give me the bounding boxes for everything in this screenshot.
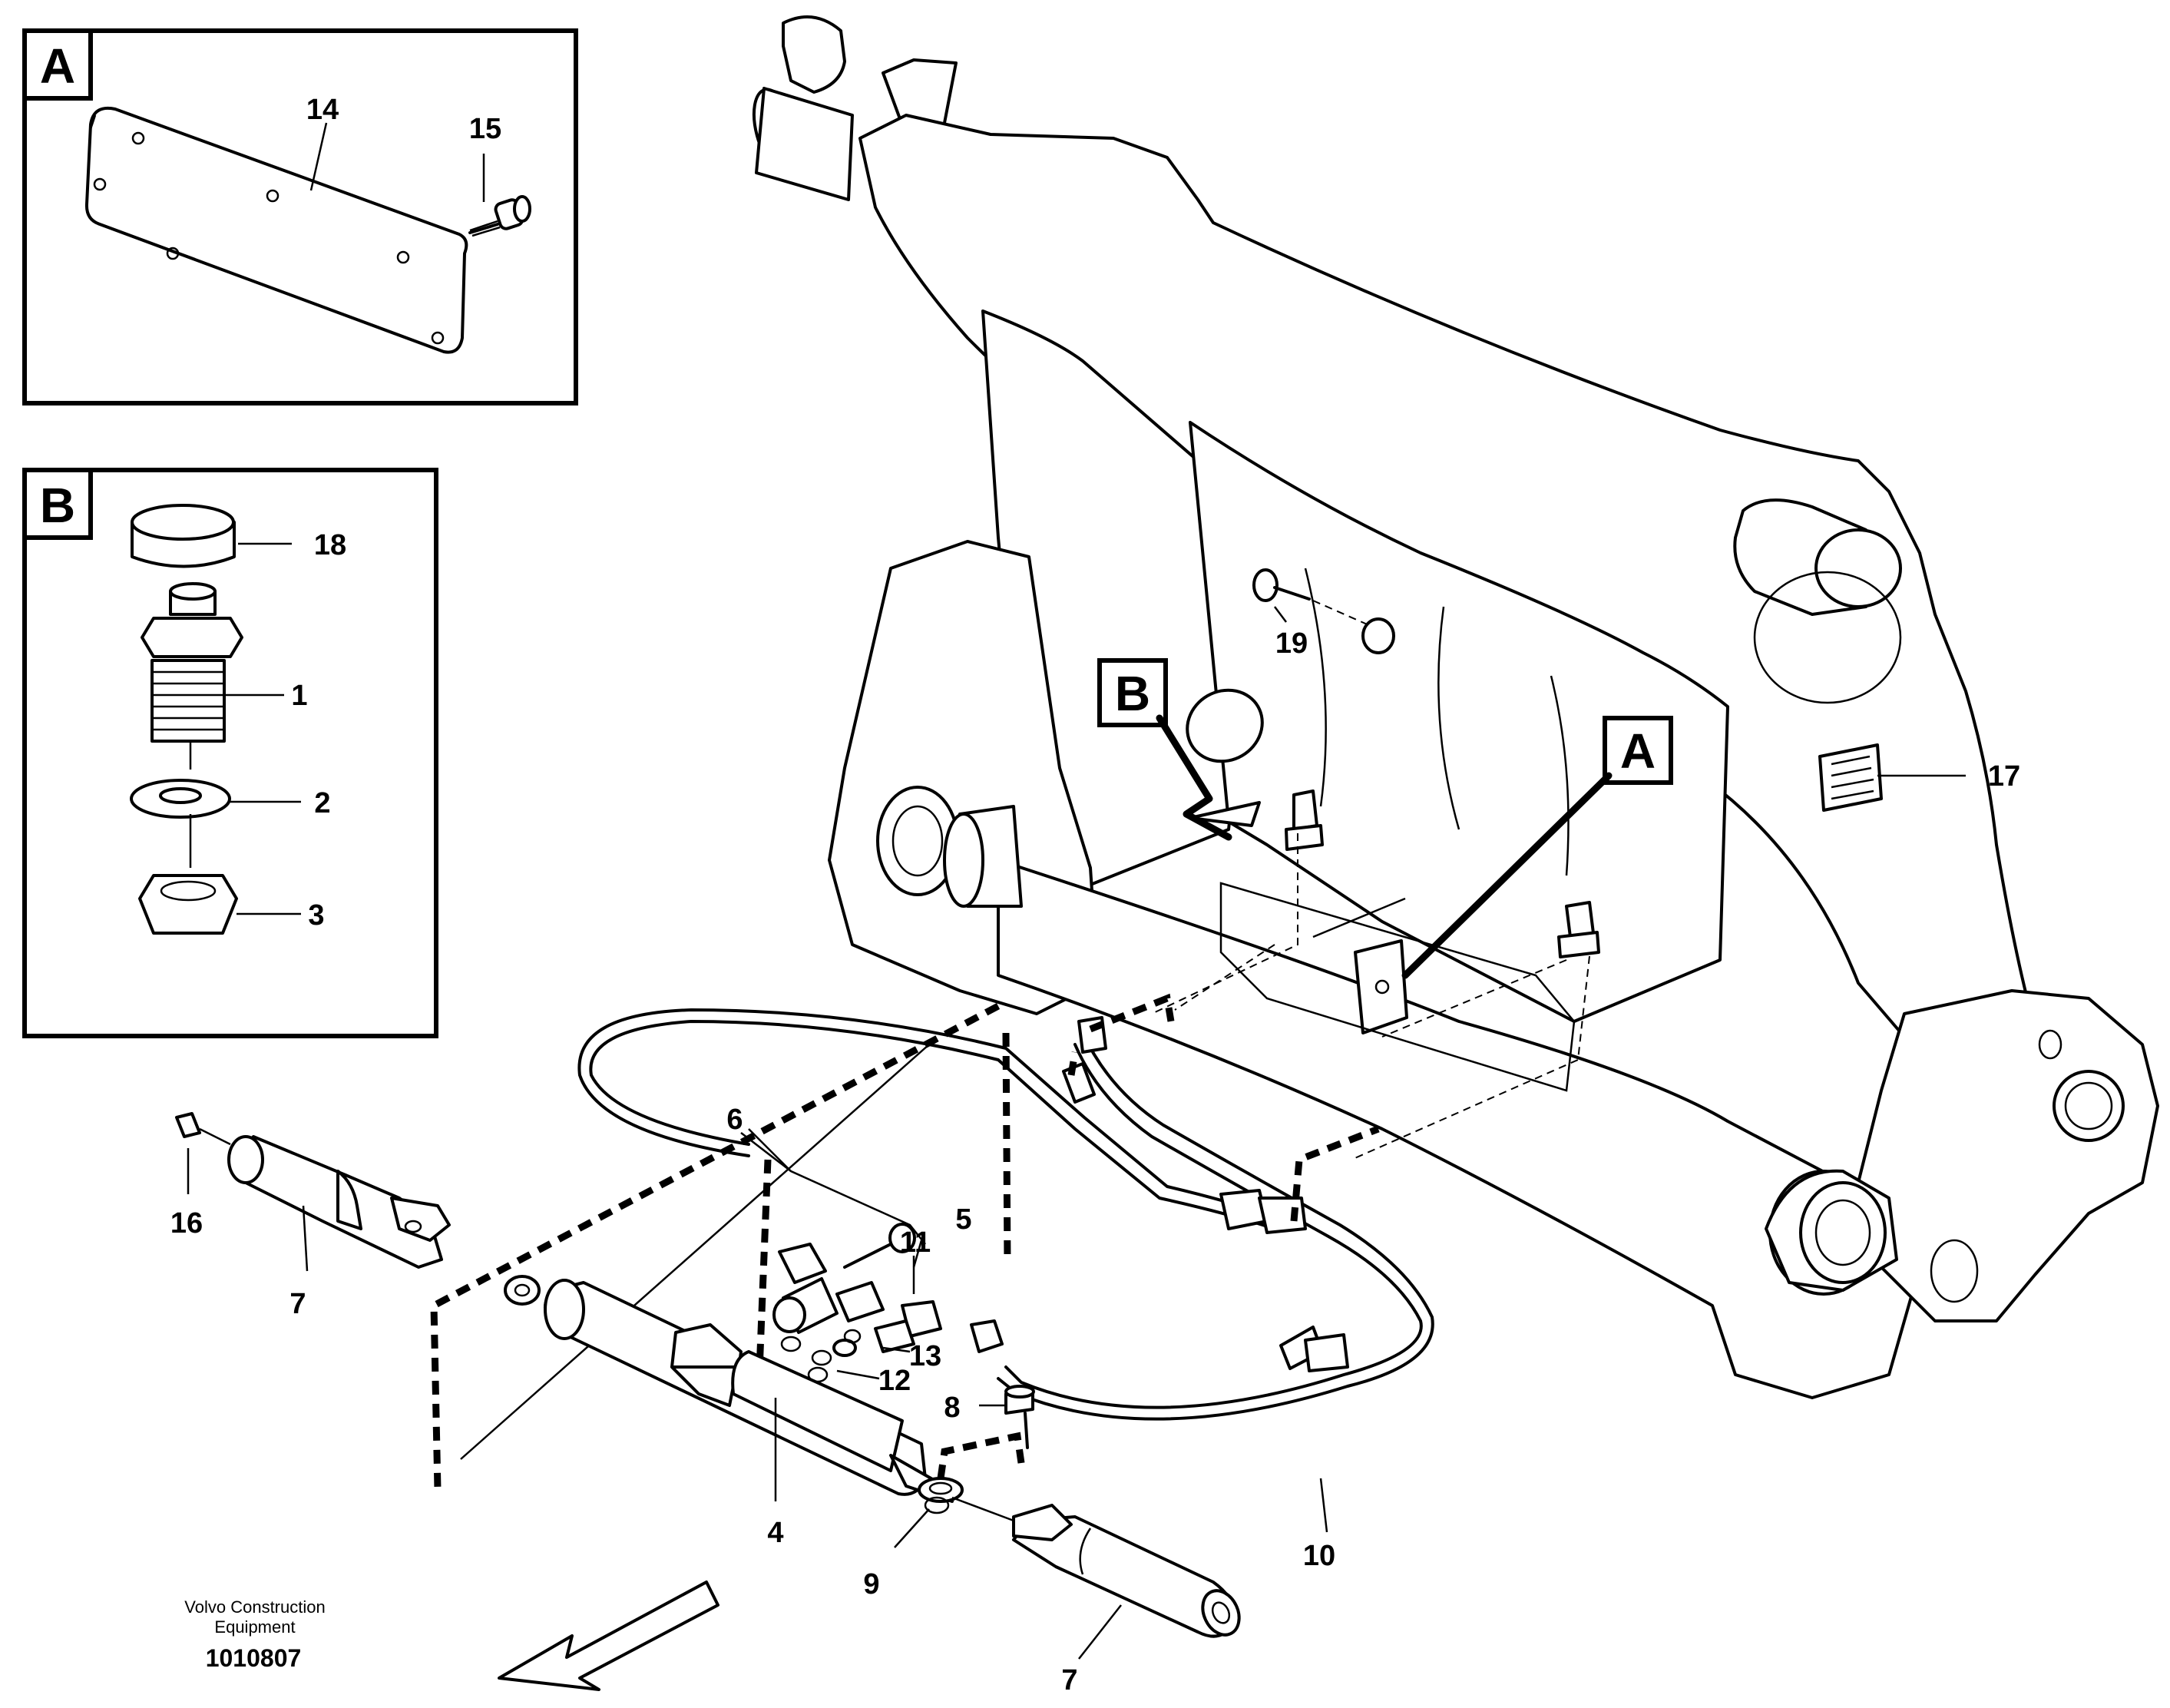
hose-assembly [430,833,1590,1491]
callout-17: 17 [1988,760,2020,793]
hex-nut [138,874,238,935]
callout-tag-a: A [1401,716,1673,979]
callout-15: 15 [469,113,501,145]
svg-text:A: A [1620,723,1656,779]
detail-box-b: B 18 1 2 3 [22,468,438,1038]
callout-12: 12 [878,1365,911,1397]
callout-10: 10 [1303,1540,1335,1572]
drawing-number: 1010807 [206,1644,302,1672]
callout-4: 4 [767,1517,783,1549]
callout-19: 19 [1275,627,1308,660]
callout-tag-b: B [1097,658,1261,841]
detail-label-b: B [40,478,75,533]
dust-cap [131,504,236,568]
company-subtitle: Equipment [214,1617,295,1637]
svg-text:B: B [1115,666,1150,721]
company-name: Volvo Construction [184,1597,325,1617]
direction-arrow [498,1581,719,1691]
callout-9: 9 [863,1568,879,1600]
screw-15 [468,195,531,237]
grease-nipple [141,582,243,770]
assembly-line-1 [1002,1032,1011,1264]
callout-16: 16 [170,1207,203,1240]
callout-5: 5 [955,1203,971,1236]
screw-19 [1252,568,1395,654]
callout-7-upper: 7 [289,1288,306,1320]
loader-frame [752,15,2159,1399]
callout-3: 3 [308,899,324,932]
decal [1818,743,1883,812]
cover-plate [84,107,468,354]
callout-7-lower: 7 [1061,1664,1077,1696]
leader-lines [187,606,1966,1660]
callout-13: 13 [909,1340,941,1372]
callout-2: 2 [314,787,330,819]
callout-8: 8 [944,1392,960,1424]
callout-11: 11 [900,1226,931,1259]
gas-strut-lower [951,1496,1241,1638]
gas-strut-upper [175,1112,451,1269]
washer [130,779,231,868]
callout-1: 1 [291,680,307,712]
detail-box-a: A 14 15 [22,28,578,405]
callout-14: 14 [306,94,339,126]
detail-label-a: A [40,38,75,94]
callout-18: 18 [314,529,346,561]
callout-6: 6 [726,1104,743,1136]
cylinder-assembly [175,1112,1241,1638]
